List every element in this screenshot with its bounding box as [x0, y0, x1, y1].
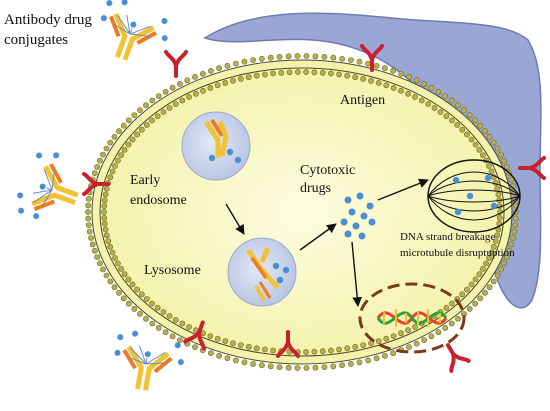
effect-label-line2: microtubule disruptuption	[400, 247, 515, 259]
early-endosome	[181, 111, 251, 181]
antigen-receptor-icon	[360, 44, 384, 72]
early-endosome-label-line2: endosome	[130, 193, 187, 208]
process-arrows	[225, 178, 429, 307]
internalized-adc-icon	[203, 118, 229, 158]
adc-label-line2: conjugates	[4, 32, 68, 48]
antigen-receptor-icon	[183, 320, 206, 351]
effect-label-line1: DNA strand breakage	[400, 231, 495, 243]
cytotoxic-drug-cluster	[340, 192, 376, 240]
cytotoxic-drugs-label-line1: Cytotoxic	[300, 163, 355, 178]
early-endosome-label-line1: Early	[130, 173, 160, 188]
antibody-drug-conjugate-icon	[17, 152, 79, 220]
payload-dot	[272, 262, 280, 270]
payload-dot	[226, 148, 234, 156]
dna-helix-icon	[376, 309, 448, 327]
cytotoxic-drugs-label-line2: drugs	[300, 181, 331, 196]
antigen-label: Antigen	[340, 93, 385, 108]
cell-cytoplasm	[92, 60, 512, 364]
antigen-receptor-icon	[446, 343, 471, 373]
antigen-receptor-icon	[82, 172, 110, 196]
lysosome-label: Lysosome	[144, 263, 201, 278]
payload-dot	[276, 276, 284, 284]
adc-label-line1: Antibody drug	[4, 12, 92, 28]
payload-dot	[282, 266, 290, 274]
spindle-nucleus-icon	[427, 159, 521, 233]
lysosome	[227, 237, 297, 307]
antibody-drug-conjugate-icon	[100, 0, 168, 61]
antigen-receptor-icon	[276, 330, 300, 358]
antigen-receptor-icon	[164, 50, 188, 78]
payload-dot	[234, 156, 242, 164]
dna-target	[358, 282, 466, 354]
payload-dot	[208, 154, 216, 162]
antibody-drug-conjugate-icon	[114, 330, 184, 391]
antigen-receptor-icon	[518, 156, 546, 180]
